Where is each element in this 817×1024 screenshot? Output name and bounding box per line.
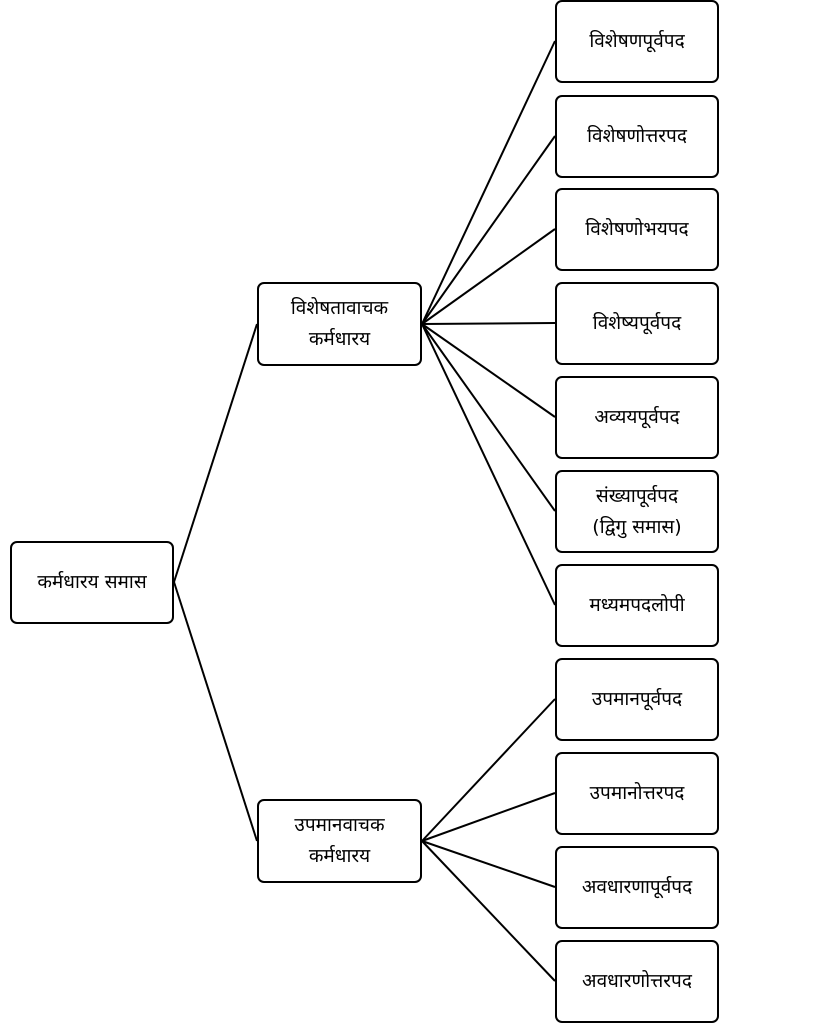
node-label: अवधारणोत्तरपद <box>582 970 692 992</box>
edge-root-to-branch-0 <box>173 323 258 583</box>
leaf-node: विशेषणपूर्वपद <box>555 0 719 83</box>
edge-branch-0-to-leaf-0 <box>421 40 556 325</box>
node-label: अवधारणापूर्वपद <box>581 876 693 898</box>
edge-branch-1-to-leaf-7 <box>421 698 556 842</box>
edge-branch-1-to-leaf-10 <box>421 840 556 982</box>
edge-branch-1-to-leaf-9 <box>421 840 556 888</box>
leaf-node: विशेषणोभयपद <box>555 188 719 271</box>
branch-node-visheshtavachak: विशेषतावाचक कर्मधारय <box>257 282 422 366</box>
leaf-node: विशेष्यपूर्वपद <box>555 282 719 365</box>
edge-branch-0-to-leaf-4 <box>421 323 556 418</box>
edge-branch-0-to-leaf-6 <box>421 323 556 606</box>
leaf-node: उपमानोत्तरपद <box>555 752 719 835</box>
leaf-node: अव्ययपूर्वपद <box>555 376 719 459</box>
edge-branch-0-to-leaf-2 <box>421 228 556 325</box>
node-label: विशेषणपूर्वपद <box>589 30 685 52</box>
node-label: विशेषणोत्तरपद <box>587 125 687 147</box>
node-label-line-1: संख्यापूर्वपद <box>595 484 679 507</box>
node-label: मध्यमपदलोपी <box>589 594 685 616</box>
edge-branch-0-to-leaf-5 <box>421 323 556 512</box>
node-label: अव्ययपूर्वपद <box>594 406 680 428</box>
node-label: उपमानपूर्वपद <box>591 688 683 710</box>
leaf-node: विशेषणोत्तरपद <box>555 95 719 178</box>
leaf-node: उपमानपूर्वपद <box>555 658 719 741</box>
root-node-karmadharay-samas: कर्मधारय समास <box>10 541 174 624</box>
node-label: उपमानोत्तरपद <box>589 782 685 804</box>
leaf-node: अवधारणोत्तरपद <box>555 940 719 1023</box>
leaf-node: संख्यापूर्वपद (द्विगु समास) <box>555 470 719 553</box>
node-label-line-2: (द्विगु समास) <box>592 515 682 538</box>
edge-branch-1-to-leaf-8 <box>421 792 556 842</box>
node-label-line-1: विशेषतावाचक <box>290 297 389 319</box>
leaf-node: अवधारणापूर्वपद <box>555 846 719 929</box>
node-label-line-2: कर्मधारय <box>308 328 371 350</box>
branch-node-upmanvachak: उपमानवाचक कर्मधारय <box>257 799 422 883</box>
node-label-line-1: उपमानवाचक <box>294 814 385 836</box>
node-label: विशेषणोभयपद <box>585 218 689 240</box>
edge-branch-0-to-leaf-1 <box>421 135 556 325</box>
edge-branch-0-to-leaf-3 <box>421 322 556 325</box>
node-label-line-2: कर्मधारय <box>308 845 371 867</box>
node-label: विशेष्यपूर्वपद <box>592 312 682 334</box>
node-label: कर्मधारय समास <box>37 571 147 593</box>
leaf-node: मध्यमपदलोपी <box>555 564 719 647</box>
edge-root-to-branch-1 <box>173 581 258 842</box>
